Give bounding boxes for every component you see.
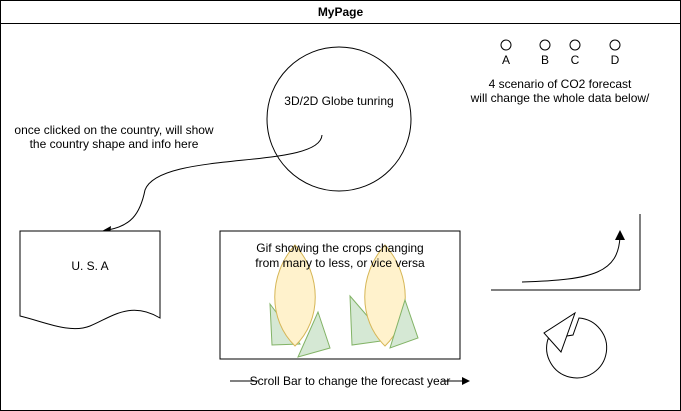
scenario-radio-c[interactable] [569,39,581,51]
crops-gif-box [219,230,461,360]
scenario-label-a: A [501,53,510,67]
scenario-radio-d[interactable] [609,39,621,51]
country-note-line2: the country shape and info here [29,137,199,151]
country-card-shape[interactable] [19,230,161,330]
crop-leaf-icon [389,298,419,349]
crops-note-line2: from many to less, or vice versa [255,256,425,270]
globe-label: 3D/2D Globe tunring [284,94,394,108]
pie-slice-icon [543,311,576,353]
scenario-radio-a[interactable] [500,39,512,51]
globe-circle[interactable] [266,46,412,192]
scroll-arrowhead [462,377,470,385]
scenario-label-d: D [610,53,620,67]
scenario-label-b: B [540,53,549,67]
pie-chart-icon [546,317,608,379]
crops-note-line1: Gif showing the crops changing [256,241,424,255]
scenario-label-c: C [570,53,580,67]
page-title: MyPage [1,1,680,24]
chart-trend-curve [521,236,621,283]
country-note-line1: once clicked on the country, will show [14,123,214,137]
crop-leaf-icon [297,310,331,358]
crop-corn-icon [274,244,316,347]
chart-trend-arrowhead [615,230,625,240]
country-card-label: U. S. A [71,259,109,273]
globe-to-country-arrow [107,134,323,231]
scroll-bar-label: Scroll Bar to change the forecast year [249,374,451,388]
crop-corn-icon [364,244,406,347]
scenario-note-line2: will change the whole data below/ [470,91,650,105]
scenario-radio-b[interactable] [539,39,551,51]
scenario-note-line1: 4 scenario of CO2 forecast [488,77,632,91]
